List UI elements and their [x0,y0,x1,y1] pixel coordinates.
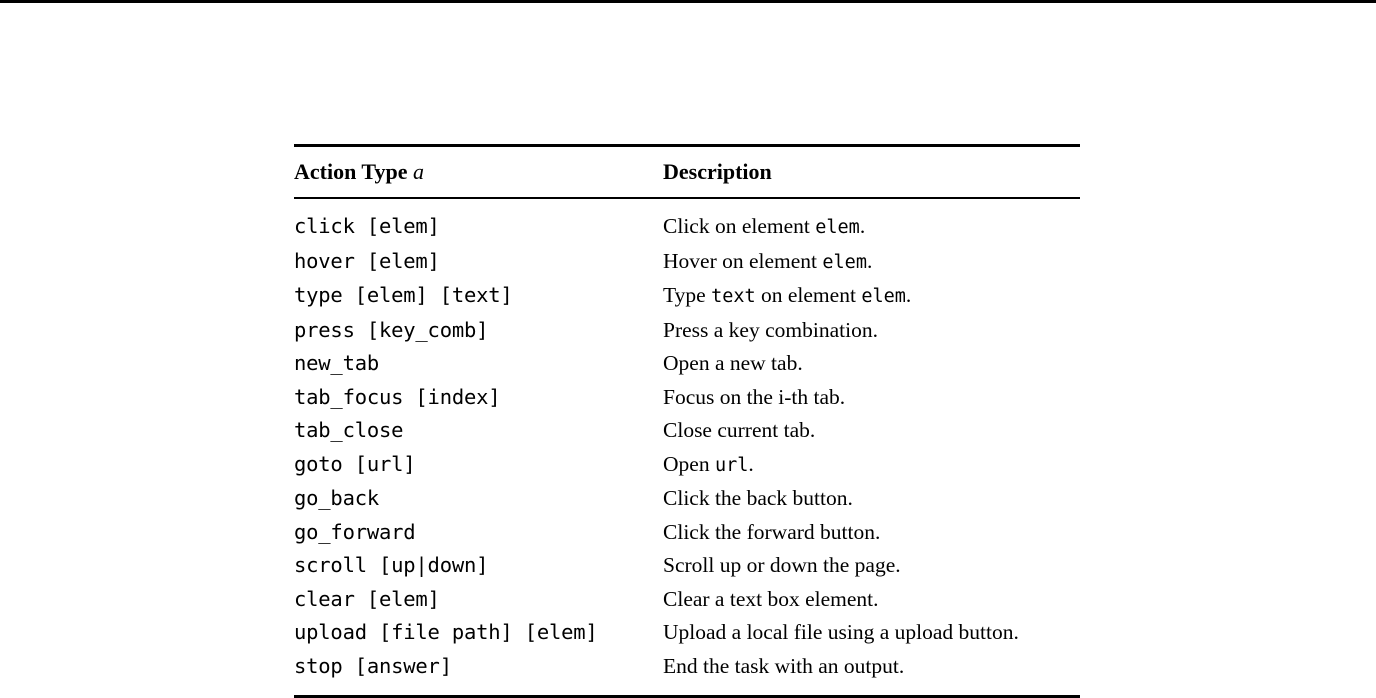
description-cell: Open url. [663,448,1080,483]
action-type-cell: hover [elem] [294,248,440,273]
description-text: Click on element [663,214,816,238]
description-text: . [866,248,873,273]
table-row: scroll [up|down] Scroll up or down the pa… [294,549,1080,583]
spacer-cell-left [294,199,663,210]
description-code-token: text [711,286,756,307]
description-code-token: elem [815,217,860,238]
table-row: tab_close Close current tab. [294,414,1080,448]
action-table: Action Type a Description [294,147,1080,197]
description-text: . [905,283,912,307]
column-header-action-type: Action Type a [294,147,663,197]
table-row: goto [url] Open url. [294,448,1080,483]
description-cell: Upload a local file using a upload butto… [663,616,1080,650]
description-text: Click the back button. [663,486,853,510]
description-cell: Type text on element elem. [663,279,1080,314]
description-cell: Click the forward button. [663,516,1080,550]
description-cell: Focus on the i-th tab. [663,381,1080,415]
action-space-table: Action Type a Description click [elem] Cl… [294,144,1080,698]
description-cell: Hover on element elem. [663,245,1080,280]
table-row: go_forward Click the forward button. [294,516,1080,550]
description-text: Hover on element [663,248,823,273]
action-type-cell: go_back [294,486,379,510]
table-header: Action Type a Description [294,147,1080,197]
description-text: Click the forward button. [663,519,881,544]
description-cell: Scroll up or down the page. [663,549,1080,583]
table-row: stop [answer] End the task with an output… [294,650,1080,684]
table-row: tab_focus [index] Focus on the i-th tab. [294,381,1080,415]
description-text: Type [663,283,712,307]
description-text: Scroll up or down the page. [663,553,901,577]
column-header-description: Description [663,159,772,184]
body-top-spacer [294,199,1080,210]
description-text: Press a key combination. [663,317,878,342]
description-text: Open [663,451,715,476]
table-row: press [key_comb] Press a key combination. [294,314,1080,348]
table-bottom-padding [294,683,1080,695]
action-type-cell: scroll [up|down] [294,553,489,577]
action-type-cell: goto [url] [294,451,416,476]
description-text: on element [755,283,862,307]
description-cell: Press a key combination. [663,314,1080,348]
spacer-cell-right [663,199,1080,210]
description-text: Open a new tab. [663,351,803,375]
action-type-cell: go_forward [294,519,416,544]
description-cell: Open a new tab. [663,347,1080,381]
table-row: new_tab Open a new tab. [294,347,1080,381]
table-row: clear [elem] Clear a text box element. [294,583,1080,617]
table-top-rule [294,144,1080,147]
action-type-cell: press [key_comb] [294,317,489,342]
description-cell: Click on element elem. [663,210,1080,245]
action-type-cell: new_tab [294,351,379,375]
table-mid-rule [294,197,1080,199]
description-cell: Click the back button. [663,482,1080,516]
description-text: . [748,451,754,476]
description-text: Focus on the i-th tab. [663,384,846,409]
action-type-cell: tab_close [294,418,404,442]
action-type-cell: clear [elem] [294,586,440,611]
page-edge-rule [0,0,1376,3]
table-row: upload [file path] [elem] Upload a local … [294,616,1080,650]
description-text: End the task with an output. [663,653,905,678]
action-type-cell: upload [file path] [elem] [294,620,598,644]
description-cell: End the task with an output. [663,650,1080,684]
column-header-action-type-label: Action Type [294,159,408,184]
header-row: Action Type a Description [294,147,1080,197]
description-cell: Clear a text box element. [663,583,1080,617]
action-table-body: click [elem]Click on element elem.hover … [294,199,1080,683]
description-text: Upload a local file using a upload butto… [663,620,1019,644]
action-type-cell: click [elem] [294,214,440,238]
action-type-cell: tab_focus [index] [294,384,501,409]
table-row: hover [elem] Hover on element elem. [294,245,1080,280]
description-text: . [859,214,866,238]
description-text: Close current tab. [663,418,816,442]
table-body: click [elem]Click on element elem.hover … [294,199,1080,683]
table-row: click [elem] Click on element elem. [294,210,1080,245]
description-code-token: elem [822,251,867,273]
table-row: go_back Click the back button. [294,482,1080,516]
description-cell: Close current tab. [663,414,1080,448]
column-header-action-symbol: a [412,159,424,184]
action-type-cell: type [elem] [text] [294,283,513,307]
description-code-token: url [714,454,749,476]
description-code-token: elem [861,286,906,307]
table-row: type [elem] [text] Type text on element e… [294,279,1080,314]
action-type-cell: stop [answer] [294,653,452,678]
